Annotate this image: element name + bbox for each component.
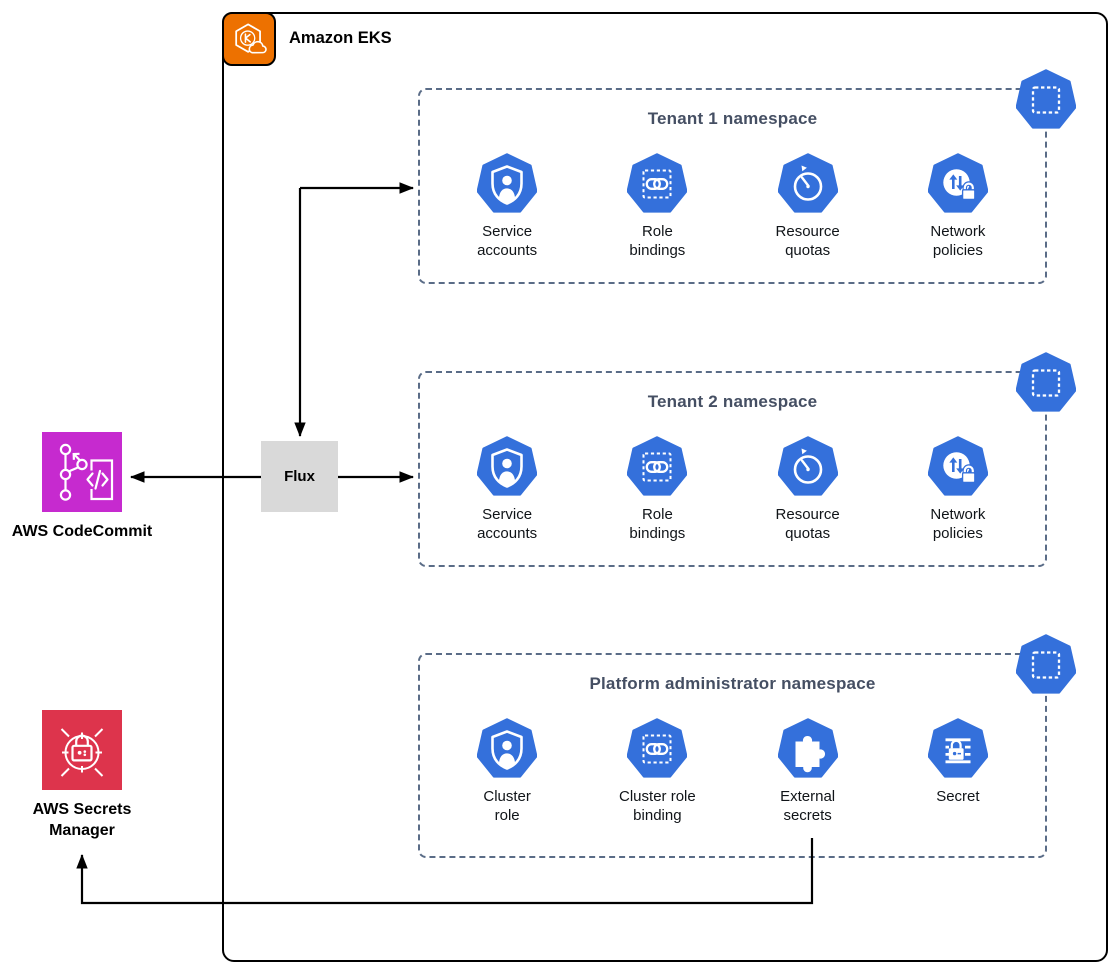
resource-label: Service accounts	[477, 223, 538, 259]
namespace-resources-row: Service accounts Role bindings Resource …	[420, 436, 1045, 543]
namespace-title: Platform administrator namespace	[589, 674, 876, 693]
resource-resource-quotas: Resource quotas	[733, 436, 883, 543]
cluster-role-binding-icon	[627, 718, 687, 780]
resource-network-policies: Network policies	[883, 153, 1033, 260]
resource-label: Resource quotas	[775, 223, 840, 259]
resource-quota-icon	[778, 436, 838, 498]
namespace-title: Tenant 2 namespace	[647, 392, 818, 411]
resource-role-bindings: Role bindings	[582, 153, 732, 260]
secret-icon	[928, 718, 988, 780]
aws-codecommit-label: AWS CodeCommit	[11, 523, 153, 540]
cluster-role-icon	[477, 718, 537, 780]
network-policy-icon	[928, 436, 988, 498]
resource-cluster-role: Cluster role	[432, 718, 582, 825]
resource-label: Cluster role	[483, 788, 531, 824]
eks-hexagon-k-glyph	[235, 23, 267, 54]
role-binding-icon	[627, 153, 687, 215]
amazon-eks-boundary	[222, 12, 1108, 962]
resource-label: Network policies	[930, 506, 986, 542]
resource-cluster-role-binding: Cluster role binding	[582, 718, 732, 825]
resource-label: Cluster role binding	[619, 788, 696, 824]
resource-service-accounts: Service accounts	[432, 153, 582, 260]
namespace-box-tenant-1: Tenant 1 namespace Service accounts Role…	[418, 88, 1047, 284]
resource-label: Service accounts	[477, 506, 538, 542]
codecommit-glyph	[59, 443, 114, 501]
resource-network-policies: Network policies	[883, 436, 1033, 543]
aws-secrets-manager-icon	[42, 710, 122, 790]
namespace-resources-row: Service accounts Role bindings Resource …	[420, 153, 1045, 260]
secrets-manager-glyph	[60, 728, 104, 777]
flux-label: Flux	[284, 468, 315, 485]
resource-secret: Secret	[883, 718, 1033, 825]
flux-node: Flux	[261, 441, 338, 512]
kubernetes-namespace-icon	[1016, 69, 1076, 131]
resource-resource-quotas: Resource quotas	[733, 153, 883, 260]
aws-codecommit-service: AWS CodeCommit	[0, 432, 164, 542]
kubernetes-namespace-icon	[1016, 352, 1076, 414]
resource-label: Secret	[936, 788, 980, 805]
resource-label: Resource quotas	[775, 506, 840, 542]
role-binding-icon	[627, 436, 687, 498]
external-secrets-icon	[778, 718, 838, 780]
namespace-resources-row: Cluster role Cluster role binding Extern…	[420, 718, 1045, 825]
resource-label: Role bindings	[629, 223, 686, 259]
amazon-eks-icon	[222, 12, 276, 66]
resource-label: Network policies	[930, 223, 986, 259]
namespace-box-platform-administrator: Platform administrator namespace Cluster…	[418, 653, 1047, 858]
resource-label: Role bindings	[629, 506, 686, 542]
resource-quota-icon	[778, 153, 838, 215]
resource-role-bindings: Role bindings	[582, 436, 732, 543]
service-account-icon	[477, 153, 537, 215]
aws-codecommit-icon	[42, 432, 122, 512]
aws-secrets-manager-service: AWS Secrets Manager	[0, 710, 164, 841]
kubernetes-namespace-icon	[1016, 634, 1076, 696]
network-policy-icon	[928, 153, 988, 215]
service-account-icon	[477, 436, 537, 498]
resource-service-accounts: Service accounts	[432, 436, 582, 543]
namespace-box-tenant-2: Tenant 2 namespace Service accounts Role…	[418, 371, 1047, 567]
resource-label: External secrets	[780, 788, 836, 824]
eks-box-title: Amazon EKS	[289, 29, 392, 47]
aws-secrets-manager-label: AWS Secrets Manager	[32, 801, 132, 839]
namespace-title: Tenant 1 namespace	[647, 109, 818, 128]
resource-external-secrets: External secrets	[733, 718, 883, 825]
